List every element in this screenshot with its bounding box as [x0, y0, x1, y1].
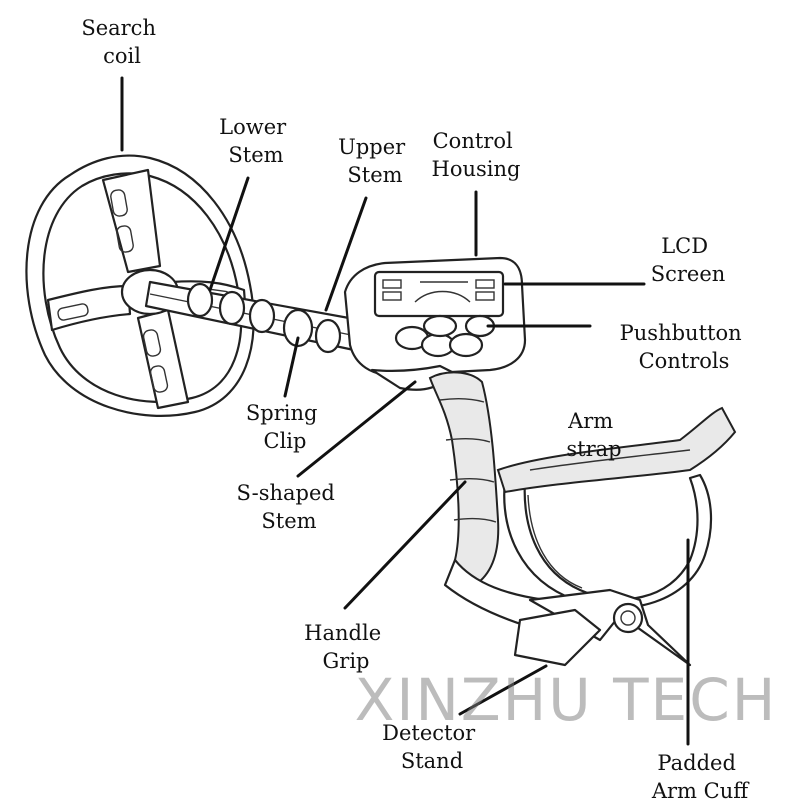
- handle-grip-label-line-1: Handle: [304, 621, 381, 645]
- s-shaped-stem-leader: [296, 380, 417, 478]
- lcd-screen-label: LCD Screen: [651, 234, 726, 286]
- spring-clip-leader: [283, 336, 300, 398]
- metal-detector-illustration: [25, 154, 737, 667]
- upper-stem-leader: [324, 196, 368, 312]
- watermark-text: XINZHU TECH: [355, 666, 778, 734]
- pushbutton-controls-label-line-1: Pushbutton: [620, 321, 742, 345]
- lower-stem-leader: [208, 176, 250, 292]
- detector-stand-label-line-1: Detector: [382, 721, 476, 745]
- leader-lines: [120, 76, 690, 746]
- pushbutton-controls-label: Pushbutton Controls: [620, 321, 749, 373]
- s-shaped-stem-label-line-2: Stem: [261, 509, 316, 533]
- upper-stem-label: Upper Stem: [338, 135, 412, 187]
- control-housing-label: Control Housing: [432, 129, 521, 181]
- spring-clip-label: Spring Clip: [246, 401, 324, 453]
- control-housing-label-line-1: Control: [433, 129, 513, 153]
- lcd-screen-label-line-1: LCD: [661, 234, 708, 258]
- lower-stem-label-line-2: Stem: [228, 143, 283, 167]
- search-coil-label: Search coil: [81, 16, 162, 68]
- padded-arm-cuff-label: Padded Arm Cuff: [651, 751, 750, 803]
- arm-cuff-drawing: [496, 406, 737, 667]
- handle-grip-leader: [343, 480, 467, 610]
- pushbutton-controls-label-line-2: Controls: [639, 349, 730, 373]
- handle-drawing: [370, 364, 572, 632]
- arm-strap-label-line-1: Arm: [567, 409, 613, 433]
- lcd-screen-label-line-2: Screen: [651, 262, 726, 286]
- handle-grip-label-line-2: Grip: [323, 649, 370, 673]
- detector-stand-leader: [458, 664, 548, 716]
- spring-clip-label-line-2: Clip: [264, 429, 307, 453]
- search-coil-drawing: [25, 154, 255, 417]
- detector-stand-label-line-2: Stand: [401, 749, 463, 773]
- search-coil-label-line-1: Search: [81, 16, 156, 40]
- upper-stem-label-line-2: Stem: [347, 163, 402, 187]
- control-housing-label-line-2: Housing: [432, 157, 521, 181]
- control-housing-drawing: [343, 256, 527, 377]
- lower-stem-label: Lower Stem: [219, 115, 293, 167]
- handle-grip-label: Handle Grip: [304, 621, 388, 673]
- s-shaped-stem-label: S-shaped Stem: [236, 481, 341, 533]
- stem-drawing: [144, 280, 362, 354]
- lower-stem-label-line-1: Lower: [219, 115, 287, 139]
- upper-stem-label-line-1: Upper: [338, 135, 406, 159]
- s-shaped-stem-label-line-1: S-shaped: [236, 481, 334, 505]
- padded-arm-cuff-label-line-2: Arm Cuff: [651, 779, 750, 803]
- arm-strap-label-line-2: strap: [566, 437, 621, 461]
- labels: Search coil Lower Stem Upper Stem Contro…: [81, 16, 750, 803]
- detector-stand-label: Detector Stand: [382, 721, 482, 773]
- padded-arm-cuff-label-line-1: Padded: [657, 751, 735, 775]
- spring-clip-label-line-1: Spring: [246, 401, 318, 425]
- arm-strap-label: Arm strap: [566, 409, 621, 461]
- search-coil-label-line-2: coil: [103, 44, 141, 68]
